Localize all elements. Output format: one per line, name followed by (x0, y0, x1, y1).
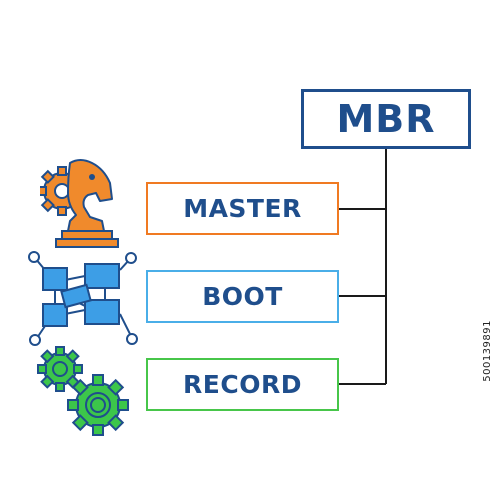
network-blocks-icon (28, 251, 138, 346)
term-record-box: RECORD (146, 358, 339, 411)
title-box: MBR (301, 89, 471, 149)
term-boot-box: BOOT (146, 270, 339, 323)
stock-watermark-id: 500139891 (482, 320, 493, 382)
gears-icon (37, 346, 129, 436)
term-master-box: MASTER (146, 182, 339, 235)
chess-knight-gear-icon (40, 159, 119, 248)
